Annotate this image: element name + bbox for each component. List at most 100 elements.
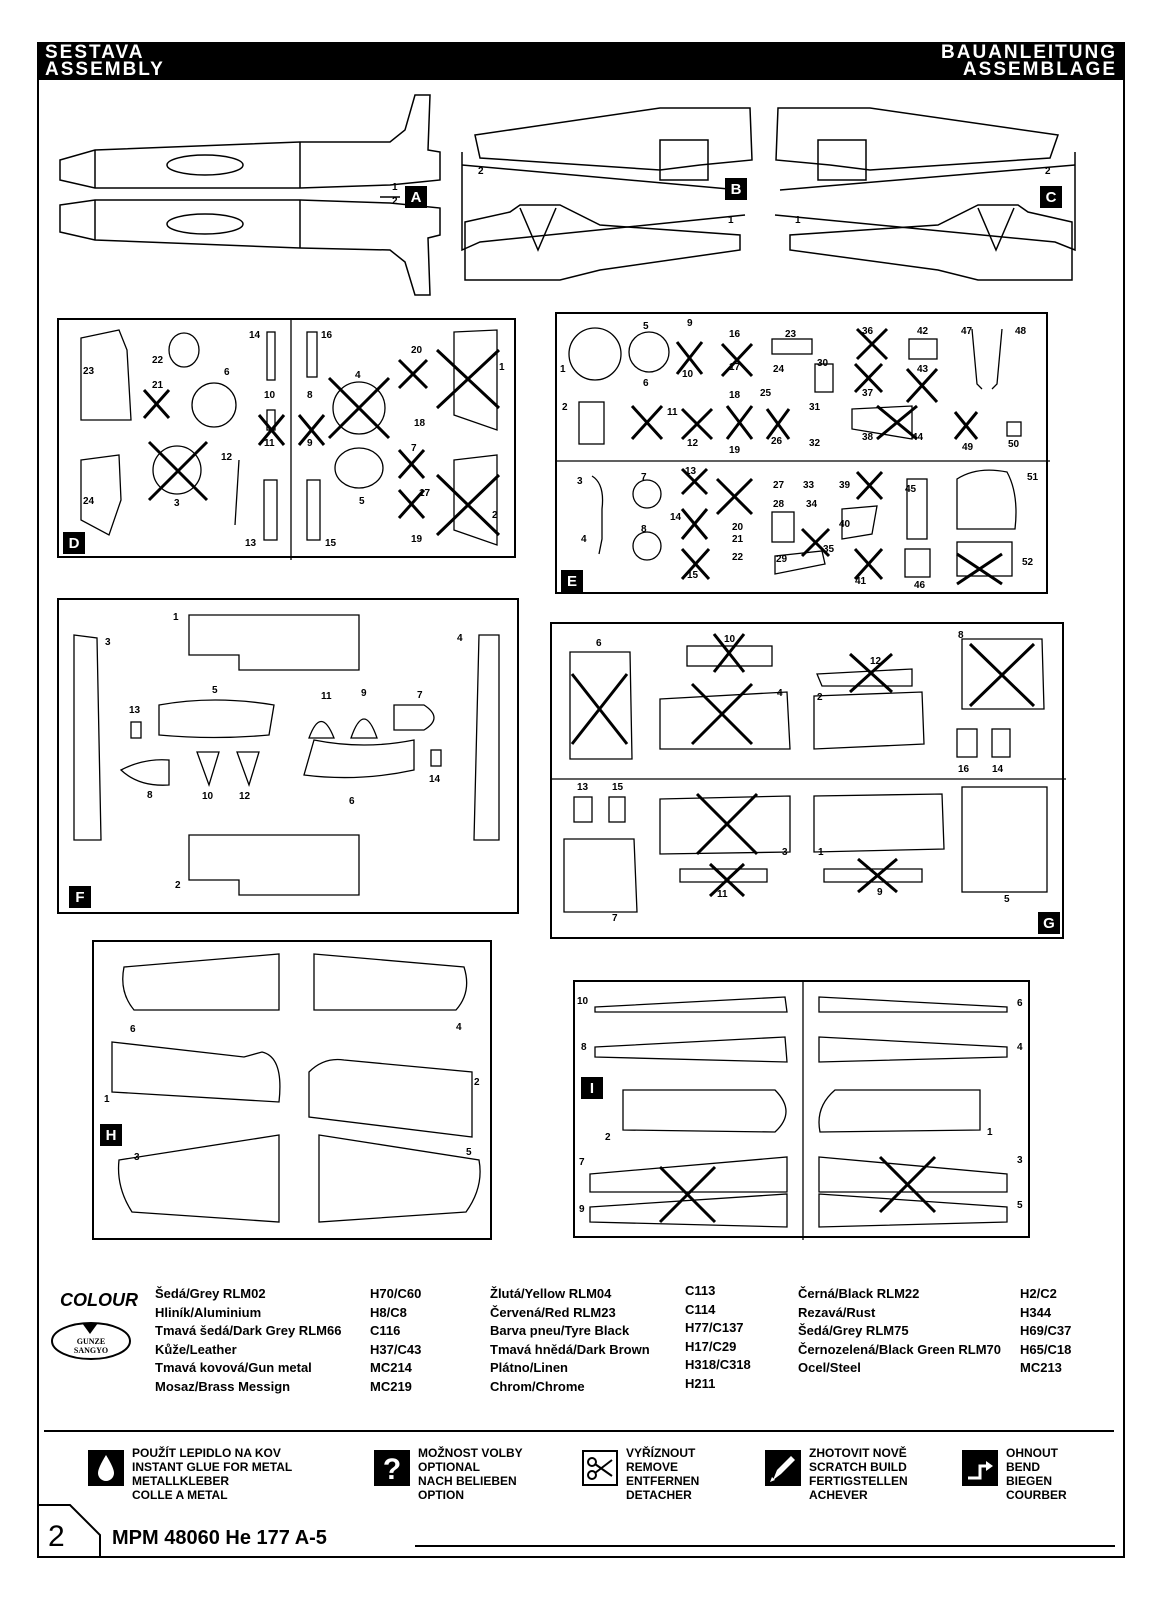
- part-d12: 12: [221, 452, 233, 463]
- part-e14: 14: [670, 512, 682, 523]
- sprue-label-a: A: [405, 186, 427, 208]
- part-e19: 19: [729, 445, 741, 456]
- part-b2: 2: [478, 166, 484, 177]
- part-e48: 48: [1015, 326, 1027, 337]
- part-h1: 1: [104, 1094, 110, 1105]
- colour-name: Tmavá hnědá/Dark Brown: [490, 1341, 650, 1357]
- part-d9: 9: [307, 438, 313, 449]
- part-a1: 1: [392, 182, 398, 193]
- part-g2: 2: [817, 692, 823, 703]
- sprue-g-panel: 6 10 4 12 2 8 16 14 13 15 7 3 11 1 9 5 G: [550, 622, 1066, 939]
- part-g7: 7: [612, 913, 618, 924]
- part-h6: 6: [130, 1024, 136, 1035]
- colour-code: H65/C18: [1020, 1341, 1072, 1357]
- part-d2: 2: [492, 510, 498, 521]
- product-title: MPM 48060 He 177 A-5: [112, 1527, 327, 1549]
- part-d10: 10: [264, 390, 276, 401]
- colour-code: H77/C137: [685, 1320, 744, 1335]
- part-d6: 6: [224, 367, 230, 378]
- colour-name: Černá/Black RLM22: [798, 1286, 920, 1301]
- gunze-sangyo-logo: GUNZE SANGYO: [50, 1318, 132, 1364]
- colour-name: Chrom/Chrome: [490, 1378, 585, 1394]
- colour-codes-col-2: C113 C114 H77/C137 H17/C29 H318/C318 H21…: [685, 1282, 751, 1393]
- part-e44: 44: [912, 432, 924, 443]
- gunze-logo-text-2: SANGYO: [74, 1346, 108, 1355]
- colour-names-col-3: Černá/Black RLM22 Rezavá/Rust Šedá/Grey …: [798, 1285, 1001, 1378]
- colour-name: Šedá/Grey RLM02: [155, 1286, 266, 1301]
- colour-code: H17/C29: [685, 1338, 737, 1354]
- part-e3: 3: [577, 476, 583, 487]
- colour-code: H2/C2: [1020, 1286, 1057, 1301]
- page-number: 2: [48, 1520, 65, 1553]
- colour-code: H211: [685, 1375, 716, 1391]
- part-g4: 4: [777, 688, 783, 699]
- part-f12: 12: [239, 791, 251, 802]
- part-i6: 6: [1017, 998, 1023, 1009]
- sprue-h-drawing: [111, 953, 481, 1223]
- legend-line: BIEGEN: [1006, 1474, 1053, 1488]
- part-g14: 14: [992, 764, 1004, 775]
- part-e4: 4: [581, 534, 587, 545]
- part-f1: 1: [173, 612, 179, 623]
- part-e1: 1: [560, 364, 566, 375]
- part-g6: 6: [596, 638, 602, 649]
- part-f8: 8: [147, 790, 153, 801]
- part-d4: 4: [355, 370, 361, 381]
- scissors-icon: [582, 1450, 618, 1486]
- colour-code: MC219: [370, 1378, 412, 1394]
- part-i9: 9: [579, 1204, 585, 1215]
- colour-title: COLOUR: [60, 1290, 138, 1310]
- header-assembly: ASSEMBLY: [45, 59, 165, 80]
- part-d14: 14: [249, 330, 261, 341]
- colour-codes-col-3: H2/C2 H344 H69/C37 H65/C18 MC213: [1020, 1285, 1071, 1378]
- legend-line: OPTION: [418, 1488, 465, 1502]
- sprue-i-drawing: [589, 982, 1008, 1240]
- part-e23: 23: [785, 329, 797, 340]
- part-e5: 5: [643, 321, 649, 332]
- part-e31: 31: [809, 402, 821, 413]
- footer-rule: [415, 1545, 1115, 1547]
- bend-icon: [962, 1450, 998, 1486]
- colour-name: Černozelená/Black Green RLM70: [798, 1341, 1002, 1357]
- part-e32: 32: [809, 438, 821, 449]
- part-e17: 17: [729, 362, 741, 373]
- part-e8: 8: [641, 524, 647, 535]
- part-e51: 51: [1027, 472, 1039, 483]
- glue-drop-icon: [88, 1450, 124, 1486]
- part-h3: 3: [134, 1152, 140, 1163]
- part-f2: 2: [175, 880, 181, 891]
- legend-line: ENTFERNEN: [626, 1474, 700, 1488]
- colour-code: MC214: [370, 1360, 412, 1375]
- part-d18: 18: [414, 418, 426, 429]
- colour-name: Hliník/Aluminium: [155, 1304, 262, 1320]
- legend-line: METALLKLEBER: [132, 1474, 230, 1488]
- part-d7: 7: [411, 443, 417, 454]
- sprue-h-panel: 6 4 1 2 3 5 H: [92, 940, 492, 1240]
- sprue-e-panel: 1 2 5 6 9 10 11 12 16 17 18 19 23 24 25 …: [555, 312, 1050, 594]
- part-e33: 33: [803, 480, 815, 491]
- colour-name: Rezavá/Rust: [798, 1304, 876, 1320]
- part-i7: 7: [579, 1157, 585, 1168]
- sprue-label-d: D: [63, 532, 85, 554]
- colour-codes-col-1: H70/C60 H8/C8 C116 H37/C43 MC214 MC219: [370, 1285, 421, 1396]
- legend-line: DETACHER: [626, 1488, 692, 1502]
- legend-line: FERTIGSTELLEN: [809, 1474, 908, 1488]
- legend-line: COLLE A METAL: [132, 1488, 228, 1502]
- part-e45: 45: [905, 484, 917, 495]
- part-b1: 1: [728, 215, 734, 226]
- part-e43: 43: [917, 364, 929, 375]
- part-i1: 1: [987, 1127, 993, 1138]
- part-f7: 7: [417, 690, 423, 701]
- legend-line: SCRATCH BUILD: [809, 1460, 907, 1474]
- part-e2: 2: [562, 402, 568, 413]
- part-e9: 9: [687, 318, 693, 329]
- sprue-label-i: I: [581, 1077, 603, 1099]
- part-g3: 3: [782, 847, 788, 858]
- part-g10: 10: [724, 634, 736, 645]
- colour-code: H318/C318: [685, 1357, 751, 1372]
- part-e22: 22: [732, 552, 744, 563]
- part-g9: 9: [877, 887, 883, 898]
- part-e25: 25: [760, 388, 772, 399]
- part-e24: 24: [773, 364, 785, 375]
- sprue-e-drawing: [557, 327, 1050, 586]
